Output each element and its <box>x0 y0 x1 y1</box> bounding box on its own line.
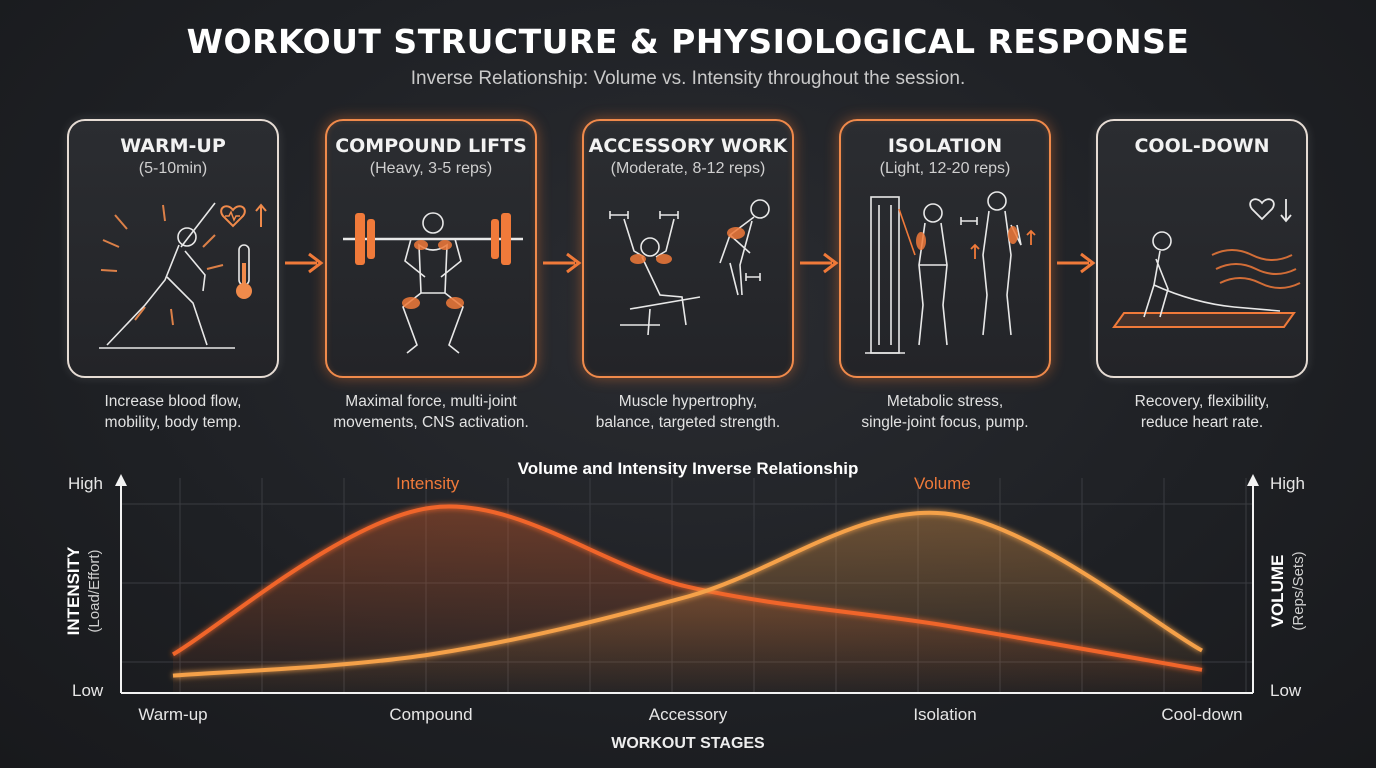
x-tick-label: Isolation <box>913 705 977 724</box>
stage-description: Muscle hypertrophy, balance, targeted st… <box>595 393 781 431</box>
left-axis-high-label: High <box>68 474 103 493</box>
right-axis-low-label: Low <box>1270 681 1302 700</box>
volume-intensity-chart <box>115 474 1259 694</box>
stage-description: Recovery, flexibility, reduce heart rate… <box>1134 393 1270 431</box>
x-tick-label: Accessory <box>648 705 728 724</box>
left-axis-title: INTENSITY <box>64 546 83 636</box>
page-title: WORKOUT STRUCTURE & PHYSIOLOGICAL RESPON… <box>186 22 1190 61</box>
stage-card-cool-down: COOL-DOWN <box>1096 119 1308 378</box>
cable-machine-and-curl-figures-icon <box>865 191 1036 354</box>
x-tick-label: Cool-down <box>1161 705 1243 724</box>
stretching-figure-with-heart-and-thermometer-icon <box>99 202 267 349</box>
volume-area <box>173 512 1202 693</box>
stage-name: ISOLATION <box>887 135 1003 157</box>
stage-card-warm-up: WARM-UP (5-10min) <box>67 119 279 378</box>
stage-card-accessory-work: ACCESSORY WORK (Moderate, 8-12 reps) <box>582 119 794 378</box>
x-tick-label: Warm-up <box>138 705 208 724</box>
stage-detail: (Moderate, 8-12 reps) <box>610 160 766 177</box>
right-axis-subtitle: (Reps/Sets) <box>1290 551 1307 631</box>
right-axis-arrow-icon <box>1247 474 1259 486</box>
stage-name: WARM-UP <box>120 135 226 157</box>
left-axis-arrow-icon <box>115 474 127 486</box>
stage-detail: (Light, 12-20 reps) <box>879 160 1011 177</box>
stage-description: Maximal force, multi-joint movements, CN… <box>333 393 529 431</box>
series-label-intensity: Intensity <box>396 474 460 493</box>
x-tick-label: Compound <box>389 705 473 724</box>
stage-name: COOL-DOWN <box>1134 135 1270 157</box>
yoga-stretch-figure-with-heart-icon <box>1112 198 1301 328</box>
right-axis-high-label: High <box>1270 474 1305 493</box>
stage-name: COMPOUND LIFTS <box>335 135 527 157</box>
stage-detail: (5-10min) <box>138 160 208 177</box>
page-subtitle: Inverse Relationship: Volume vs. Intensi… <box>410 68 966 89</box>
stage-detail: (Heavy, 3-5 reps) <box>369 160 493 177</box>
intensity-line <box>172 504 1203 672</box>
stage-name: ACCESSORY WORK <box>588 135 788 157</box>
arrow-right-icon <box>1057 252 1096 274</box>
arrow-right-icon <box>285 252 324 274</box>
stage-card-compound-lifts: COMPOUND LIFTS (Heavy, 3-5 reps) <box>325 119 537 378</box>
stage-description: Metabolic stress, single-joint focus, pu… <box>861 393 1029 431</box>
series-label-volume: Volume <box>914 474 971 493</box>
arrow-right-icon <box>543 252 582 274</box>
arrow-right-icon <box>800 252 839 274</box>
left-axis-subtitle: (Load/Effort) <box>86 549 103 633</box>
barbell-squat-figure-icon <box>343 212 523 354</box>
stage-description: Increase blood flow, mobility, body temp… <box>104 393 242 431</box>
volume-line <box>172 510 1203 678</box>
dumbbell-press-and-row-figures-icon <box>609 199 770 336</box>
right-axis-title: VOLUME <box>1268 554 1287 628</box>
x-axis-title: WORKOUT STAGES <box>611 735 765 752</box>
chart-title: Volume and Intensity Inverse Relationshi… <box>517 459 859 478</box>
stage-card-isolation: ISOLATION (Light, 12-20 reps) <box>839 119 1051 378</box>
left-axis-low-label: Low <box>72 681 104 700</box>
